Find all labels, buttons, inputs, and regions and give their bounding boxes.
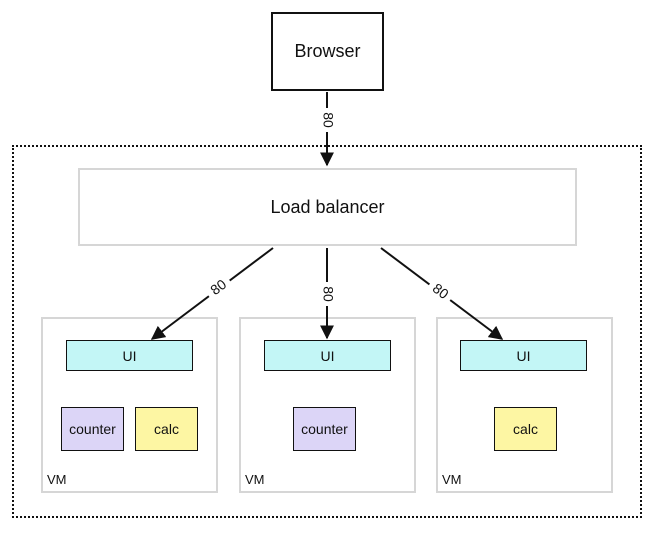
vm-3-ui-box: UI	[460, 340, 587, 371]
vm-1-calc-box: calc	[135, 407, 198, 451]
browser-to-lb-port: 80	[320, 112, 336, 128]
vm-1-calc-label: calc	[154, 421, 179, 437]
browser-node: Browser	[271, 12, 384, 91]
vm-3-calc-box: calc	[494, 407, 557, 451]
vm-2-counter-box: counter	[293, 407, 356, 451]
vm-1-ui-box: UI	[66, 340, 193, 371]
vm-1-counter-label: counter	[69, 421, 116, 437]
vm-3-calc-label: calc	[513, 421, 538, 437]
load-balancer-label: Load balancer	[270, 196, 385, 217]
browser-label: Browser	[294, 41, 361, 61]
browser-port-bg	[318, 108, 336, 132]
vm-1-label: VM	[47, 472, 67, 487]
vm-3-ui-label: UI	[516, 347, 531, 364]
load-balancer-node: Load balancer	[78, 168, 577, 246]
vm-2-label: VM	[245, 472, 265, 487]
vm-2-ui-label: UI	[320, 347, 335, 364]
vm-1-counter-box: counter	[61, 407, 124, 451]
vm-2-ui-box: UI	[264, 340, 391, 371]
vm-3-label: VM	[442, 472, 462, 487]
vm-2-counter-label: counter	[301, 421, 348, 437]
vm-1-ui-label: UI	[122, 347, 137, 364]
